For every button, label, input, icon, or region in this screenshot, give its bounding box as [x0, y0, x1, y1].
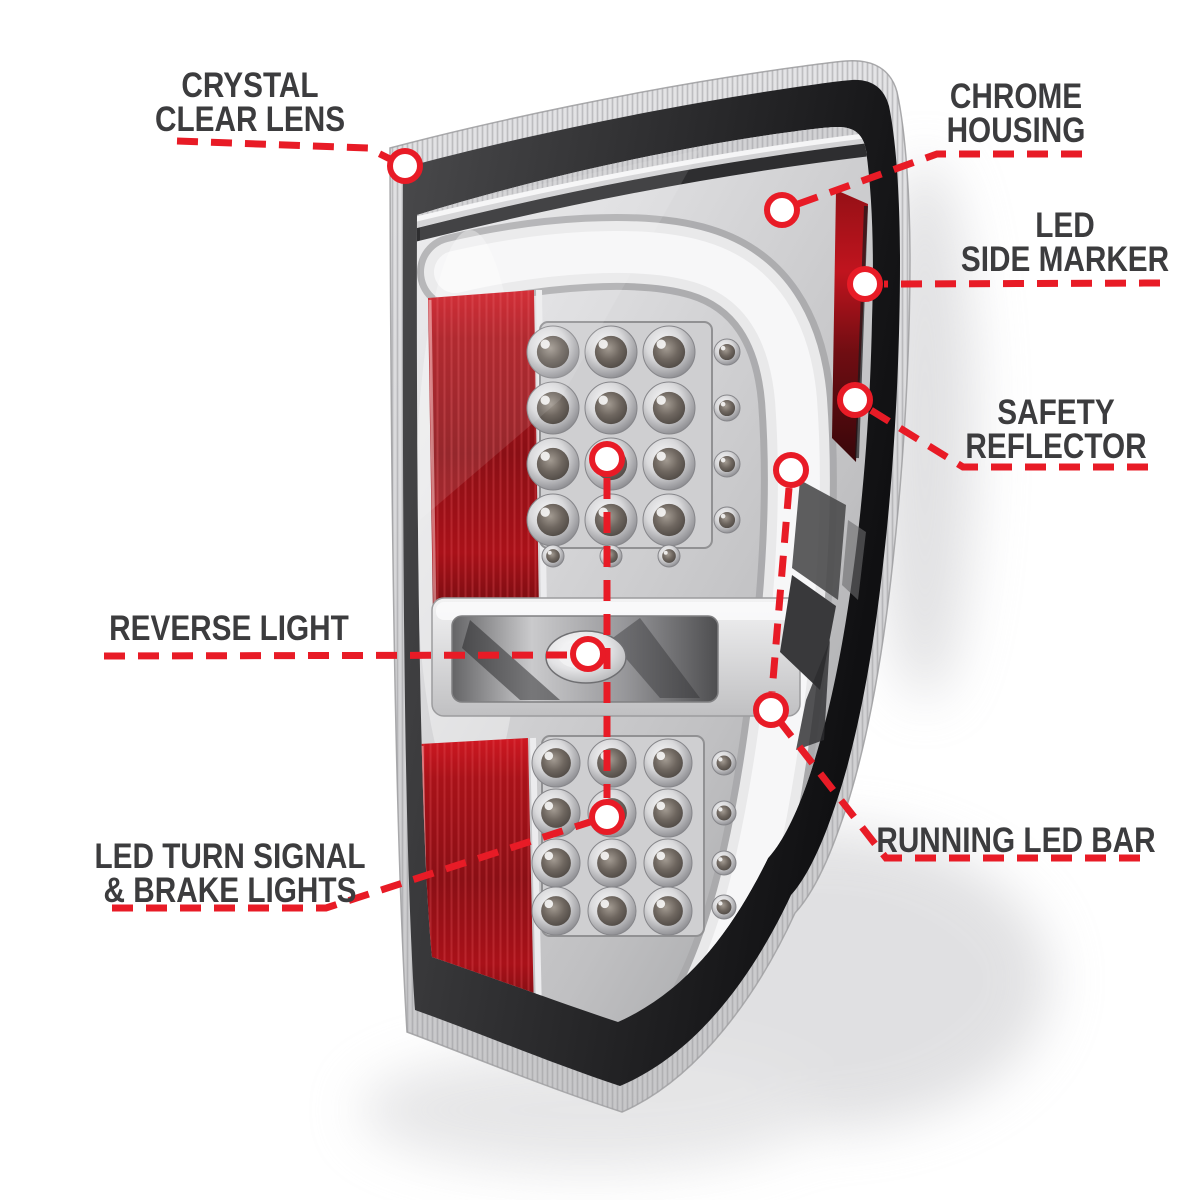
chrome-housing-line [796, 150, 1082, 208]
chrome-housing-text: CHROME HOUSING [946, 77, 1086, 150]
safety-reflector-line [867, 406, 1148, 471]
reverse-light-text: REVERSE LIGHT [109, 609, 349, 648]
turn-signal-upper-marker [589, 441, 625, 477]
chrome-housing-marker [764, 192, 800, 228]
led-turn-signal-text: LED TURN SIGNAL & BRAKE LIGHTS [94, 837, 366, 910]
running-led-bar-line [778, 720, 1140, 862]
turn-signal-lower-marker [589, 799, 625, 835]
crystal-clear-lens-marker [387, 148, 423, 184]
running-bar-lower-marker [753, 692, 789, 728]
led-array [526, 325, 741, 936]
lower-red-reflector [420, 737, 542, 1020]
housing-facets [780, 480, 866, 750]
running-led-bar-text: RUNNING LED BAR [876, 821, 1156, 860]
reverse-light-marker [570, 636, 606, 672]
running-bar-upper-marker [773, 452, 809, 488]
safety-reflector-marker [837, 382, 873, 418]
crystal-clear-lens-line [176, 137, 392, 163]
led-side-marker-line [883, 279, 1161, 288]
led-side-marker-marker [847, 266, 883, 302]
callout-markers [387, 148, 883, 835]
running-bar-connector-line [768, 487, 793, 693]
safety-reflector-text: SAFETY REFLECTOR [965, 393, 1147, 466]
reverse-light-line [103, 651, 571, 660]
led-side-marker-text: LED SIDE MARKER [960, 206, 1170, 279]
leader-lines [103, 137, 1161, 912]
led-turn-signal-line [112, 818, 592, 912]
crystal-clear-lens-text: CRYSTAL CLEAR LENS [154, 66, 346, 139]
reverse-light-assembly [431, 597, 801, 717]
